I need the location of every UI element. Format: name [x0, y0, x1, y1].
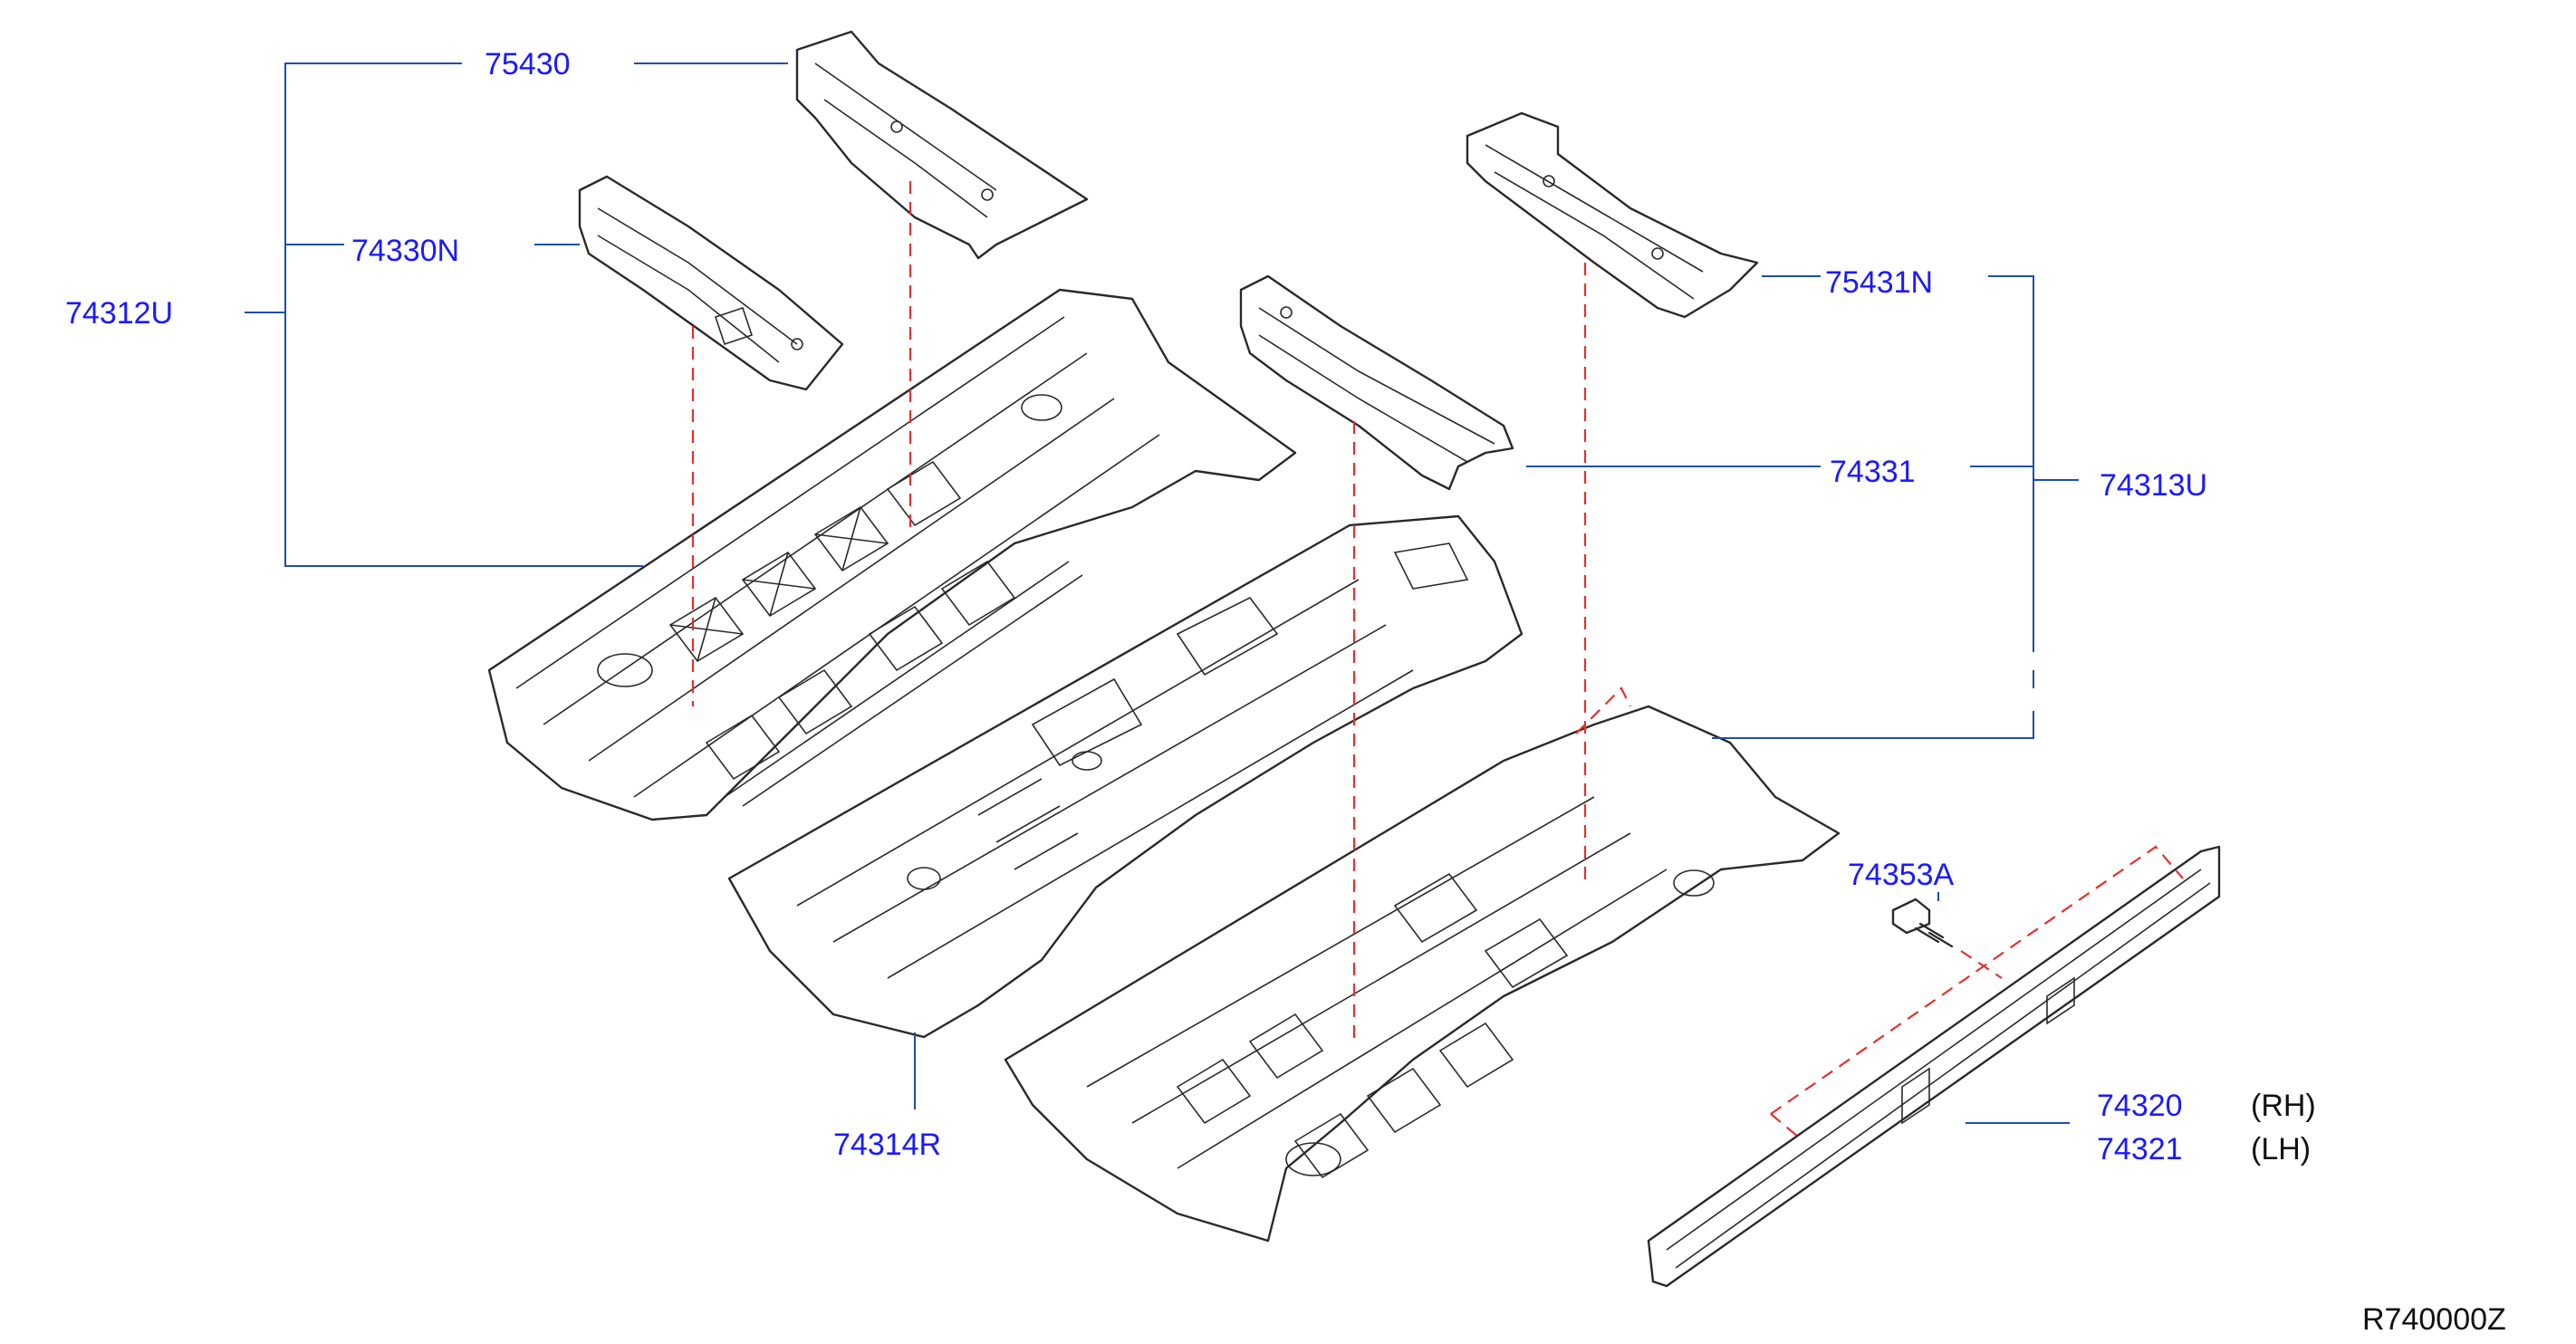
- label-74331[interactable]: 74331: [1830, 455, 1916, 489]
- part-number-labels: 75430 74330N 74312U 75431N 74331 74313U …: [65, 47, 2316, 1166]
- label-75430[interactable]: 75430: [485, 47, 571, 82]
- alignment-dash-lines: [691, 181, 2184, 1138]
- label-75431N[interactable]: 75431N: [1825, 265, 1933, 300]
- diagram-code: R740000Z: [2362, 1302, 2506, 1337]
- cross-member-75430: [795, 30, 1089, 260]
- label-74321[interactable]: 74321: [2097, 1132, 2183, 1166]
- label-74313U[interactable]: 74313U: [2100, 468, 2207, 503]
- label-74320[interactable]: 74320: [2097, 1089, 2183, 1123]
- bolt-74353A: [1891, 898, 1954, 948]
- cross-member-75431N: [1466, 111, 1759, 319]
- label-74314R[interactable]: 74314R: [833, 1128, 941, 1162]
- leader-lines: [245, 62, 2079, 1124]
- center-floor-panel: [727, 514, 1523, 1039]
- side-sill-member: [1647, 845, 2221, 1288]
- cross-member-74331: [1239, 274, 1514, 491]
- right-front-floor-panel: [1004, 705, 1841, 1243]
- label-lh: (LH): [2251, 1132, 2311, 1166]
- label-74330N[interactable]: 74330N: [351, 234, 459, 268]
- cross-member-74330N: [578, 175, 844, 391]
- label-74312U[interactable]: 74312U: [65, 296, 173, 331]
- label-rh: (RH): [2251, 1089, 2316, 1123]
- left-front-floor-panel: [487, 288, 1297, 821]
- label-74353A[interactable]: 74353A: [1848, 858, 1955, 892]
